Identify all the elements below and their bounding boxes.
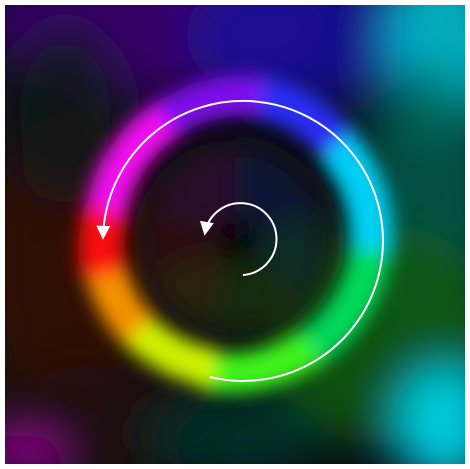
- inner-region: [135, 140, 335, 340]
- vortex-field-image: [5, 5, 465, 464]
- vortex-core: [215, 219, 259, 263]
